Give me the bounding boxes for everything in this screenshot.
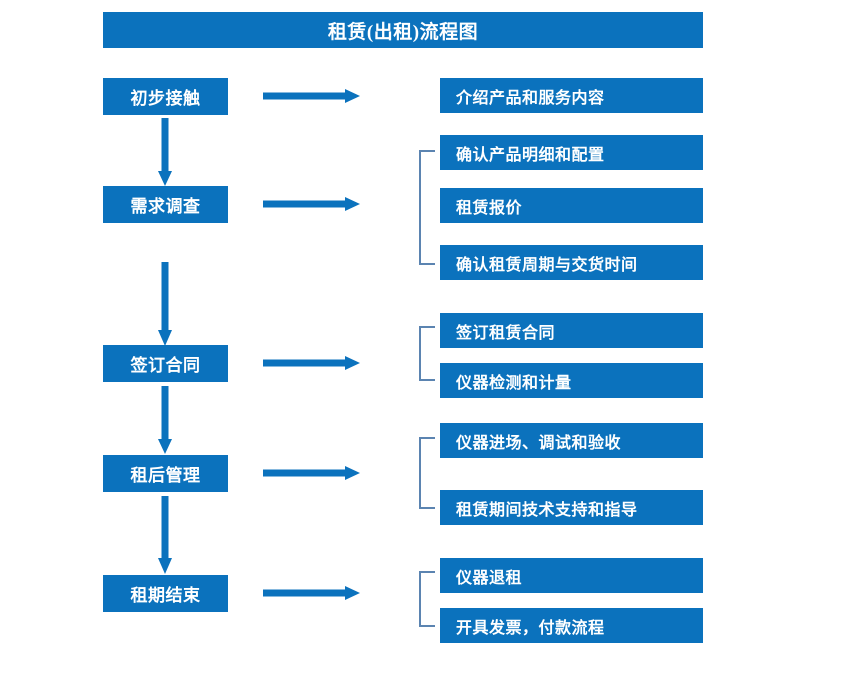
stage-box-4[interactable]: 租后管理 — [103, 455, 228, 492]
horizontal-arrow-1 — [263, 85, 361, 107]
horizontal-arrow-5 — [263, 582, 361, 604]
vertical-arrow-2 — [154, 262, 176, 348]
group-bracket-4 — [419, 571, 435, 627]
group-bracket-1 — [419, 150, 435, 265]
vertical-arrow-3 — [154, 386, 176, 456]
detail-box-8[interactable]: 租赁期间技术支持和指导 — [440, 490, 703, 525]
vertical-arrow-4 — [154, 496, 176, 576]
group-bracket-3 — [419, 437, 435, 509]
group-bracket-2 — [419, 326, 435, 381]
detail-box-10[interactable]: 开具发票，付款流程 — [440, 608, 703, 643]
horizontal-arrow-3 — [263, 352, 361, 374]
detail-box-7[interactable]: 仪器进场、调试和验收 — [440, 423, 703, 458]
diagram-title: 租赁(出租)流程图 — [103, 12, 703, 48]
detail-box-1[interactable]: 介绍产品和服务内容 — [440, 78, 703, 113]
detail-box-2[interactable]: 确认产品明细和配置 — [440, 135, 703, 170]
stage-box-1[interactable]: 初步接触 — [103, 78, 228, 115]
horizontal-arrow-2 — [263, 193, 361, 215]
vertical-arrow-1 — [154, 118, 176, 188]
horizontal-arrow-4 — [263, 462, 361, 484]
detail-box-6[interactable]: 仪器检测和计量 — [440, 363, 703, 398]
stage-box-2[interactable]: 需求调查 — [103, 186, 228, 223]
detail-box-3[interactable]: 租赁报价 — [440, 188, 703, 223]
detail-box-4[interactable]: 确认租赁周期与交货时间 — [440, 245, 703, 280]
stage-box-3[interactable]: 签订合同 — [103, 345, 228, 382]
stage-box-5[interactable]: 租期结束 — [103, 575, 228, 612]
detail-box-5[interactable]: 签订租赁合同 — [440, 313, 703, 348]
detail-box-9[interactable]: 仪器退租 — [440, 558, 703, 593]
